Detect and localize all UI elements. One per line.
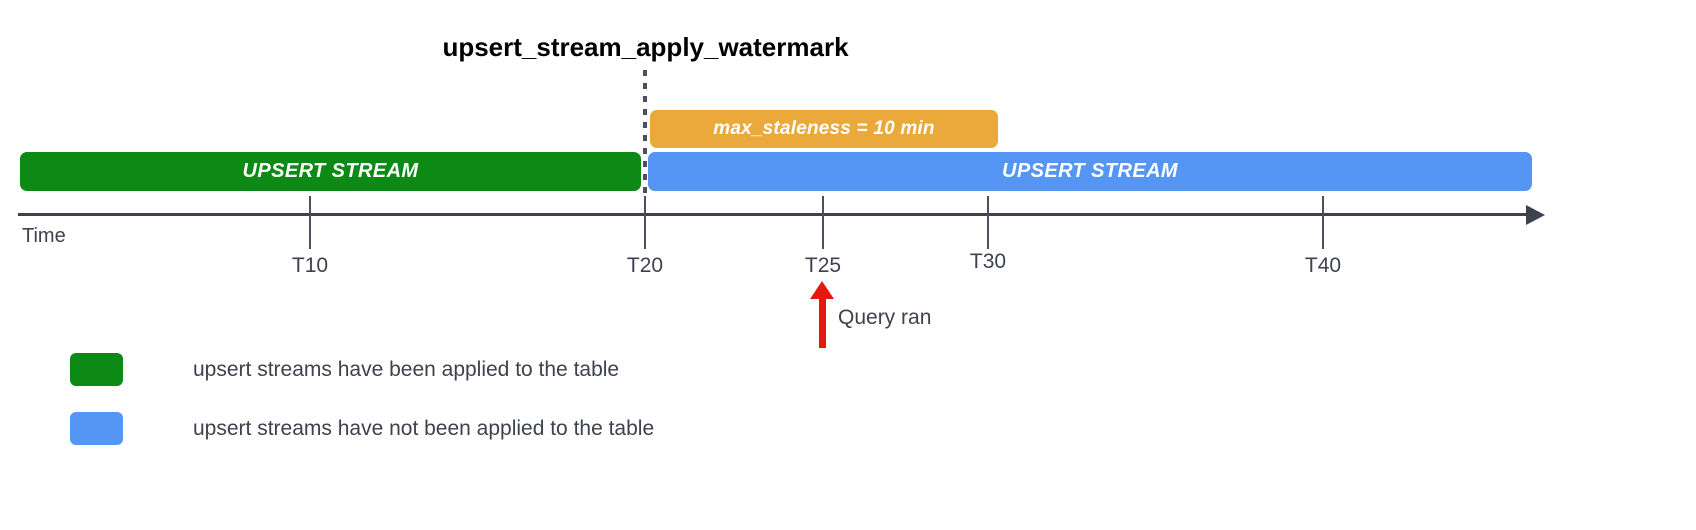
legend-label-applied: upsert streams have been applied to the … xyxy=(193,357,620,381)
max-staleness-bar-label: max_staleness = 10 min xyxy=(713,118,935,139)
axis-tick-label-t25: T25 xyxy=(804,254,842,277)
time-axis-arrow-icon xyxy=(1526,205,1545,225)
upsert-stream-applied-label: UPSERT STREAM xyxy=(242,160,419,182)
query-ran-label: Query ran xyxy=(838,306,932,329)
axis-tick-t30 xyxy=(987,196,989,249)
axis-tick-label-t30: T30 xyxy=(969,250,1007,273)
legend-item-not-applied: upsert streams have not been applied to … xyxy=(70,412,654,445)
legend-item-applied: upsert streams have been applied to the … xyxy=(70,353,619,386)
time-axis-label: Time xyxy=(22,225,66,247)
axis-tick-t40 xyxy=(1322,196,1324,249)
axis-tick-label-t10: T10 xyxy=(291,254,329,277)
legend-swatch-green xyxy=(70,353,123,386)
upsert-stream-not-applied-bar: UPSERT STREAM xyxy=(648,152,1532,191)
upsert-stream-applied-bar: UPSERT STREAM xyxy=(20,152,641,191)
axis-tick-label-t40: T40 xyxy=(1304,254,1342,277)
query-ran-arrow-icon xyxy=(810,281,834,299)
page-title: upsert_stream_apply_watermark xyxy=(442,32,849,62)
axis-tick-t25 xyxy=(822,196,824,249)
axis-tick-label-t20: T20 xyxy=(626,254,664,277)
watermark-dotted-line xyxy=(643,70,647,196)
legend-swatch-blue xyxy=(70,412,123,445)
axis-tick-t10 xyxy=(309,196,311,249)
time-axis-line xyxy=(18,213,1533,216)
upsert-stream-not-applied-label: UPSERT STREAM xyxy=(1002,160,1178,182)
axis-tick-t20 xyxy=(644,196,646,249)
max-staleness-bar: max_staleness = 10 min xyxy=(650,110,998,148)
query-ran-arrow-shaft xyxy=(819,296,826,348)
legend-label-not-applied: upsert streams have not been applied to … xyxy=(193,416,655,440)
